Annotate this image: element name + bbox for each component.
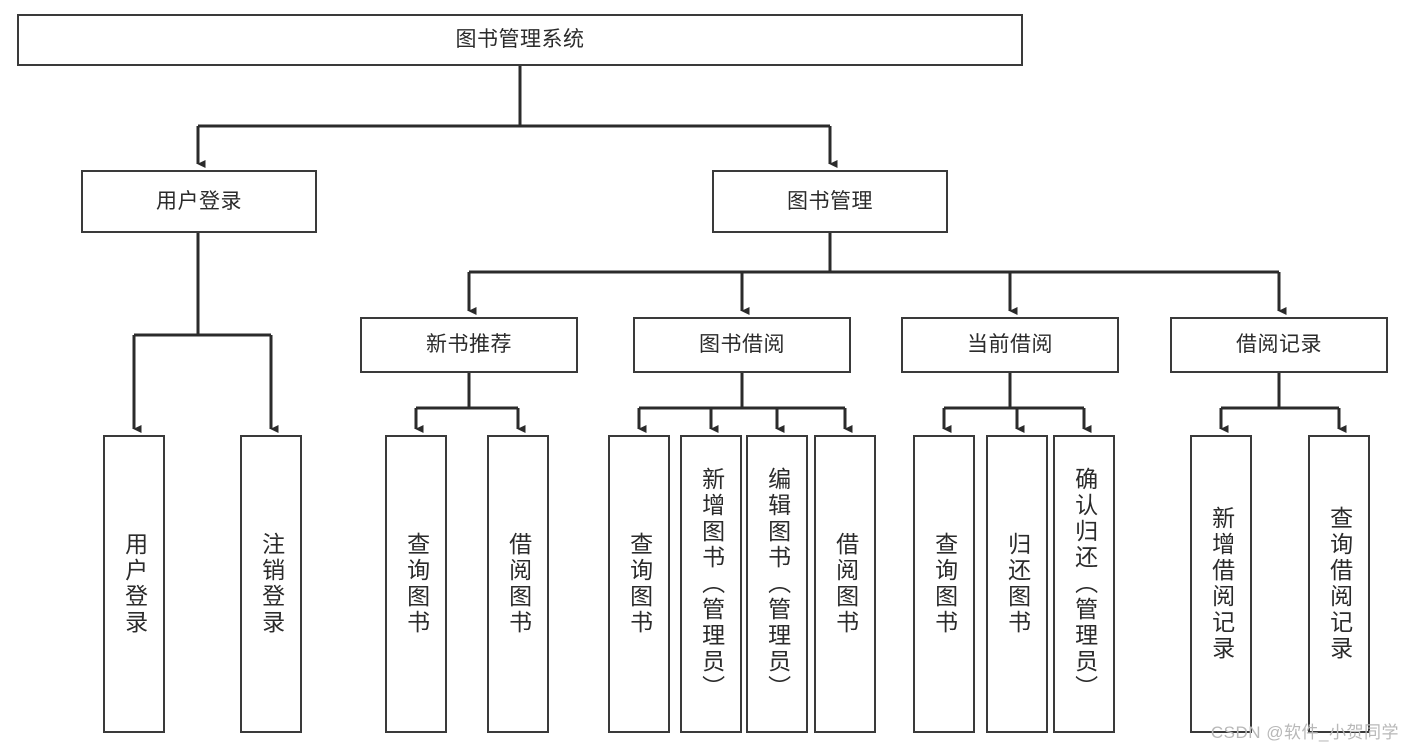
node-book-manage[interactable]: 图书管理 — [712, 170, 948, 233]
node-leaf-borrow-book-2[interactable]: 借阅图书 — [814, 435, 876, 733]
node-user-login[interactable]: 用户登录 — [81, 170, 317, 233]
node-book-borrow[interactable]: 图书借阅 — [633, 317, 851, 373]
node-book-borrow-label: 图书借阅 — [699, 333, 785, 357]
node-leaf-query-book-2-label: 查询图书 — [626, 532, 653, 636]
node-leaf-confirm-return[interactable]: 确认归还（管理员） — [1053, 435, 1115, 733]
node-leaf-add-record-label: 新增借阅记录 — [1208, 506, 1235, 662]
node-leaf-user-login-label: 用户登录 — [121, 532, 148, 636]
node-root[interactable]: 图书管理系统 — [17, 14, 1023, 66]
node-leaf-add-book-label: 新增图书（管理员） — [698, 467, 725, 701]
watermark: CSDN @软件_小贺同学 — [1210, 723, 1399, 742]
node-book-manage-label: 图书管理 — [787, 189, 873, 213]
node-leaf-borrow-book-1-label: 借阅图书 — [505, 532, 532, 636]
node-leaf-return-book-label: 归还图书 — [1004, 532, 1031, 636]
node-leaf-edit-book[interactable]: 编辑图书（管理员） — [746, 435, 808, 733]
node-leaf-query-record-label: 查询借阅记录 — [1326, 506, 1353, 662]
node-user-login-label: 用户登录 — [156, 189, 242, 213]
node-leaf-query-book-3-label: 查询图书 — [931, 532, 958, 636]
node-leaf-borrow-book-2-label: 借阅图书 — [832, 532, 859, 636]
node-new-book-rec-label: 新书推荐 — [426, 333, 512, 357]
node-borrow-record[interactable]: 借阅记录 — [1170, 317, 1388, 373]
node-leaf-add-book[interactable]: 新增图书（管理员） — [680, 435, 742, 733]
node-current-borrow-label: 当前借阅 — [967, 333, 1053, 357]
node-leaf-query-book-3[interactable]: 查询图书 — [913, 435, 975, 733]
node-new-book-rec[interactable]: 新书推荐 — [360, 317, 578, 373]
node-leaf-return-book[interactable]: 归还图书 — [986, 435, 1048, 733]
node-leaf-borrow-book-1[interactable]: 借阅图书 — [487, 435, 549, 733]
node-borrow-record-label: 借阅记录 — [1236, 333, 1322, 357]
node-leaf-query-record[interactable]: 查询借阅记录 — [1308, 435, 1370, 733]
node-leaf-add-record[interactable]: 新增借阅记录 — [1190, 435, 1252, 733]
node-leaf-query-book-1[interactable]: 查询图书 — [385, 435, 447, 733]
node-current-borrow[interactable]: 当前借阅 — [901, 317, 1119, 373]
node-leaf-confirm-return-label: 确认归还（管理员） — [1071, 467, 1098, 701]
node-leaf-query-book-1-label: 查询图书 — [403, 532, 430, 636]
node-root-label: 图书管理系统 — [455, 28, 585, 52]
node-leaf-logout-label: 注销登录 — [258, 532, 285, 636]
node-leaf-logout[interactable]: 注销登录 — [240, 435, 302, 733]
node-leaf-query-book-2[interactable]: 查询图书 — [608, 435, 670, 733]
node-leaf-user-login[interactable]: 用户登录 — [103, 435, 165, 733]
node-leaf-edit-book-label: 编辑图书（管理员） — [764, 467, 791, 701]
